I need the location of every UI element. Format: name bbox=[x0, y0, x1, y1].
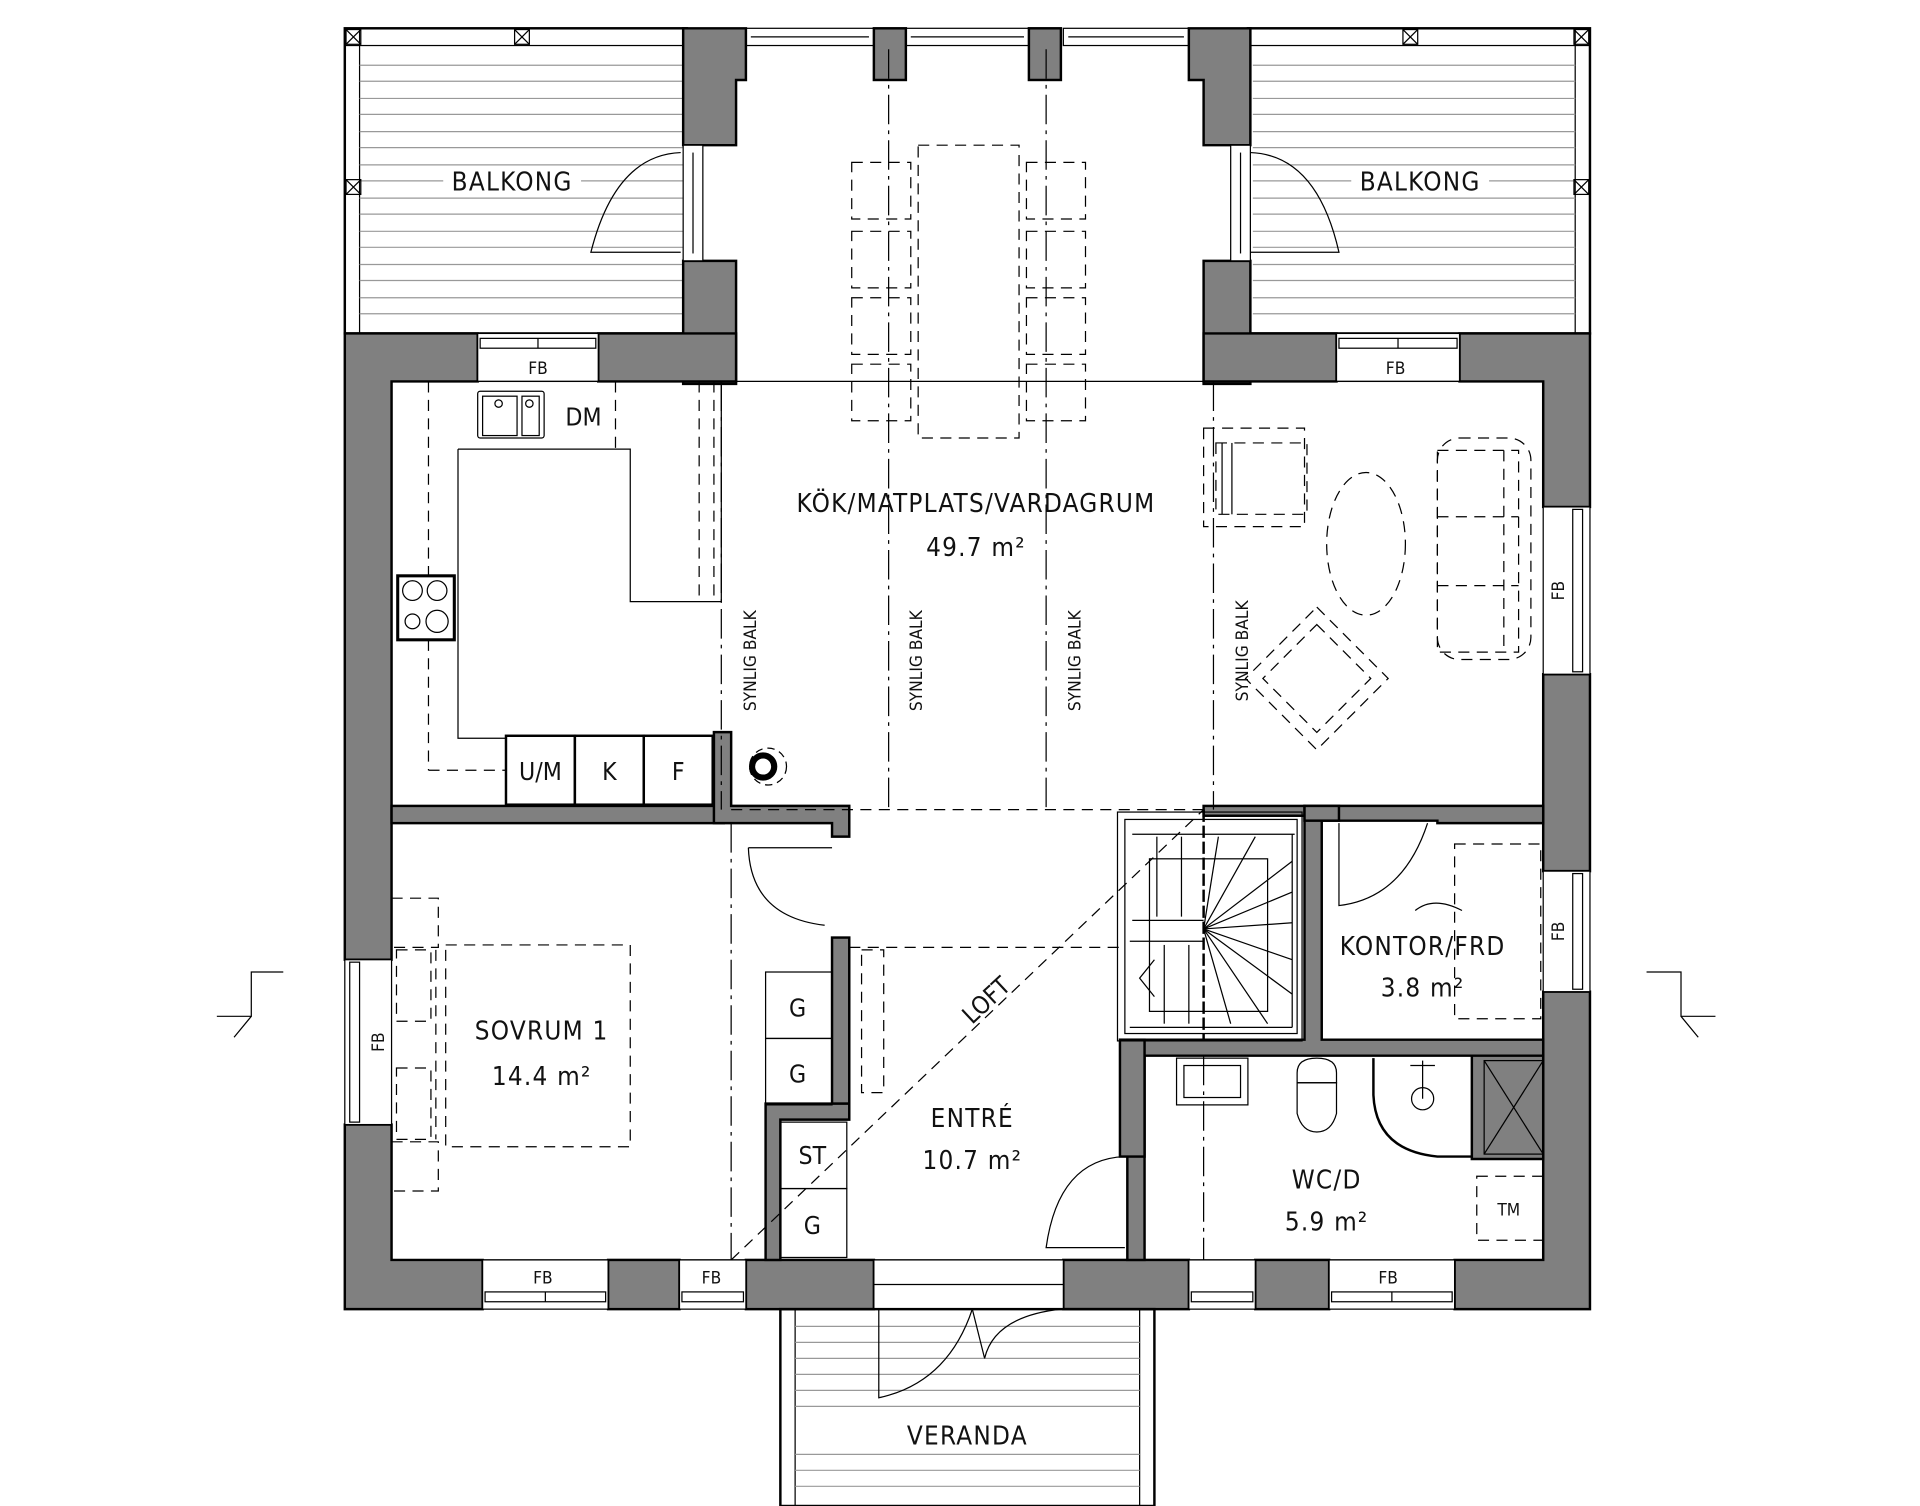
room-area-kontor: 3.8 m² bbox=[1381, 974, 1465, 1004]
door-swing-icon bbox=[1250, 151, 1340, 253]
dining-table bbox=[851, 144, 1087, 439]
exterior-walls bbox=[343, 332, 1592, 1311]
post-icon bbox=[1573, 179, 1590, 196]
dishwasher-label: DM bbox=[565, 403, 601, 432]
balcony-left: BALKONG bbox=[343, 27, 689, 335]
window-kontor-right: FB bbox=[1542, 870, 1591, 993]
door-swing-icon bbox=[1338, 822, 1429, 907]
beam-label: SYNLIG BALK bbox=[1066, 609, 1086, 711]
fridge-label: K bbox=[602, 757, 617, 786]
sofa-icon bbox=[1436, 437, 1532, 661]
window-living-top: FB bbox=[1335, 332, 1461, 383]
nightstand-icon bbox=[390, 1141, 439, 1192]
balcony-right: BALKONG bbox=[1246, 27, 1592, 335]
kitchen: DM U/M K F bbox=[396, 381, 788, 806]
svg-text:FB: FB bbox=[1386, 359, 1406, 379]
door-swing-icon bbox=[1045, 1155, 1125, 1249]
shower-icon bbox=[1372, 1058, 1472, 1158]
beam-label: SYNLIG BALK bbox=[907, 609, 927, 711]
bathroom: TM WC/D 5.9 m² bbox=[1175, 1055, 1544, 1260]
svg-text:FB: FB bbox=[1549, 922, 1569, 942]
door-swing-icon bbox=[747, 847, 833, 926]
door-swing-icon bbox=[878, 1308, 973, 1399]
section-marker-left bbox=[216, 971, 284, 1038]
sink-icon bbox=[477, 390, 545, 439]
svg-text:FB: FB bbox=[702, 1268, 722, 1288]
room-label-entre: ENTRÉ bbox=[931, 1102, 1014, 1134]
toilet-icon bbox=[1296, 1057, 1338, 1133]
room-label-balkong-right: BALKONG bbox=[1360, 168, 1481, 198]
window-wc-bottom-2: FB bbox=[1328, 1259, 1456, 1310]
washbasin-icon bbox=[1175, 1057, 1249, 1106]
coffee-table-icon bbox=[1326, 471, 1407, 616]
washing-machine-icon bbox=[1476, 1175, 1544, 1241]
room-area-sovrum1: 14.4 m² bbox=[492, 1062, 592, 1092]
chair-icon bbox=[851, 161, 1087, 422]
laundry-label: TM bbox=[1496, 1201, 1520, 1221]
freezer-label: F bbox=[672, 757, 685, 786]
room-area-wcd: 5.9 m² bbox=[1285, 1207, 1369, 1237]
room-label-kitchen-living: KÖK/MATPLATS/VARDAGRUM bbox=[797, 487, 1156, 519]
interior-walls bbox=[390, 730, 1545, 1262]
section-marker-right bbox=[1646, 971, 1716, 1038]
stove-icon bbox=[396, 574, 456, 642]
room-label-wcd: WC/D bbox=[1292, 1166, 1362, 1196]
svg-text:G: G bbox=[789, 993, 806, 1022]
room-label-balkong-left: BALKONG bbox=[452, 168, 573, 198]
cleaning-closet-label: ST bbox=[799, 1141, 827, 1170]
svg-text:FB: FB bbox=[533, 1268, 553, 1288]
post-icon bbox=[1573, 28, 1590, 45]
svg-text:G: G bbox=[804, 1211, 821, 1240]
cabinet-x-icon bbox=[1483, 1059, 1544, 1155]
desk-icon bbox=[1454, 843, 1542, 1020]
post-icon bbox=[513, 28, 530, 45]
svg-text:FB: FB bbox=[1378, 1268, 1398, 1288]
svg-text:FB: FB bbox=[1549, 581, 1569, 601]
interior-outline bbox=[391, 380, 1544, 1261]
door-swing-icon bbox=[971, 1308, 1061, 1359]
nightstand-icon bbox=[390, 897, 439, 949]
svg-text:FB: FB bbox=[369, 1032, 389, 1052]
svg-text:FB: FB bbox=[528, 359, 548, 379]
room-label-veranda: VERANDA bbox=[907, 1421, 1028, 1451]
post-icon bbox=[345, 179, 362, 196]
window-living-right: FB bbox=[1542, 506, 1591, 675]
window-sovrum-bottom-2: FB bbox=[678, 1259, 747, 1310]
veranda: VERANDA bbox=[779, 1307, 1156, 1506]
svg-text:G: G bbox=[789, 1060, 806, 1089]
room-area-entre: 10.7 m² bbox=[922, 1146, 1022, 1176]
room-label-sovrum1: SOVRUM 1 bbox=[475, 1017, 609, 1047]
door-swing-icon bbox=[590, 151, 681, 253]
wardrobes: G G ST G bbox=[764, 971, 848, 1259]
fireplace-icon bbox=[748, 747, 788, 786]
window-sovrum-bottom: FB bbox=[481, 1259, 609, 1310]
beam-label: SYNLIG BALK bbox=[741, 609, 761, 711]
staircase-icon bbox=[1116, 809, 1303, 1042]
oven-micro-label: U/M bbox=[519, 757, 562, 786]
room-label-kontor: KONTOR/FRD bbox=[1340, 932, 1506, 962]
visible-beams: SYNLIG BALK SYNLIG BALK SYNLIG BALK SYNL… bbox=[720, 49, 1253, 811]
armchair-icon bbox=[1203, 427, 1308, 528]
chair-icon bbox=[1414, 902, 1463, 912]
post-icon bbox=[1402, 28, 1419, 45]
glazed-front bbox=[681, 27, 1252, 386]
armchair-icon bbox=[1244, 606, 1390, 751]
office: KONTOR/FRD 3.8 m² bbox=[1338, 822, 1542, 1020]
beam-label: SYNLIG BALK bbox=[1233, 599, 1253, 701]
coat-rack-icon bbox=[860, 949, 885, 1094]
post-icon bbox=[345, 28, 362, 45]
window-kitchen-top: FB bbox=[477, 332, 599, 383]
room-area-kitchen-living: 49.7 m² bbox=[926, 533, 1026, 563]
living-furniture bbox=[1203, 427, 1532, 751]
window-sovrum-left: FB bbox=[344, 959, 393, 1126]
window-wc-bottom bbox=[1188, 1259, 1256, 1310]
loft-label: LOFT bbox=[956, 971, 1016, 1030]
